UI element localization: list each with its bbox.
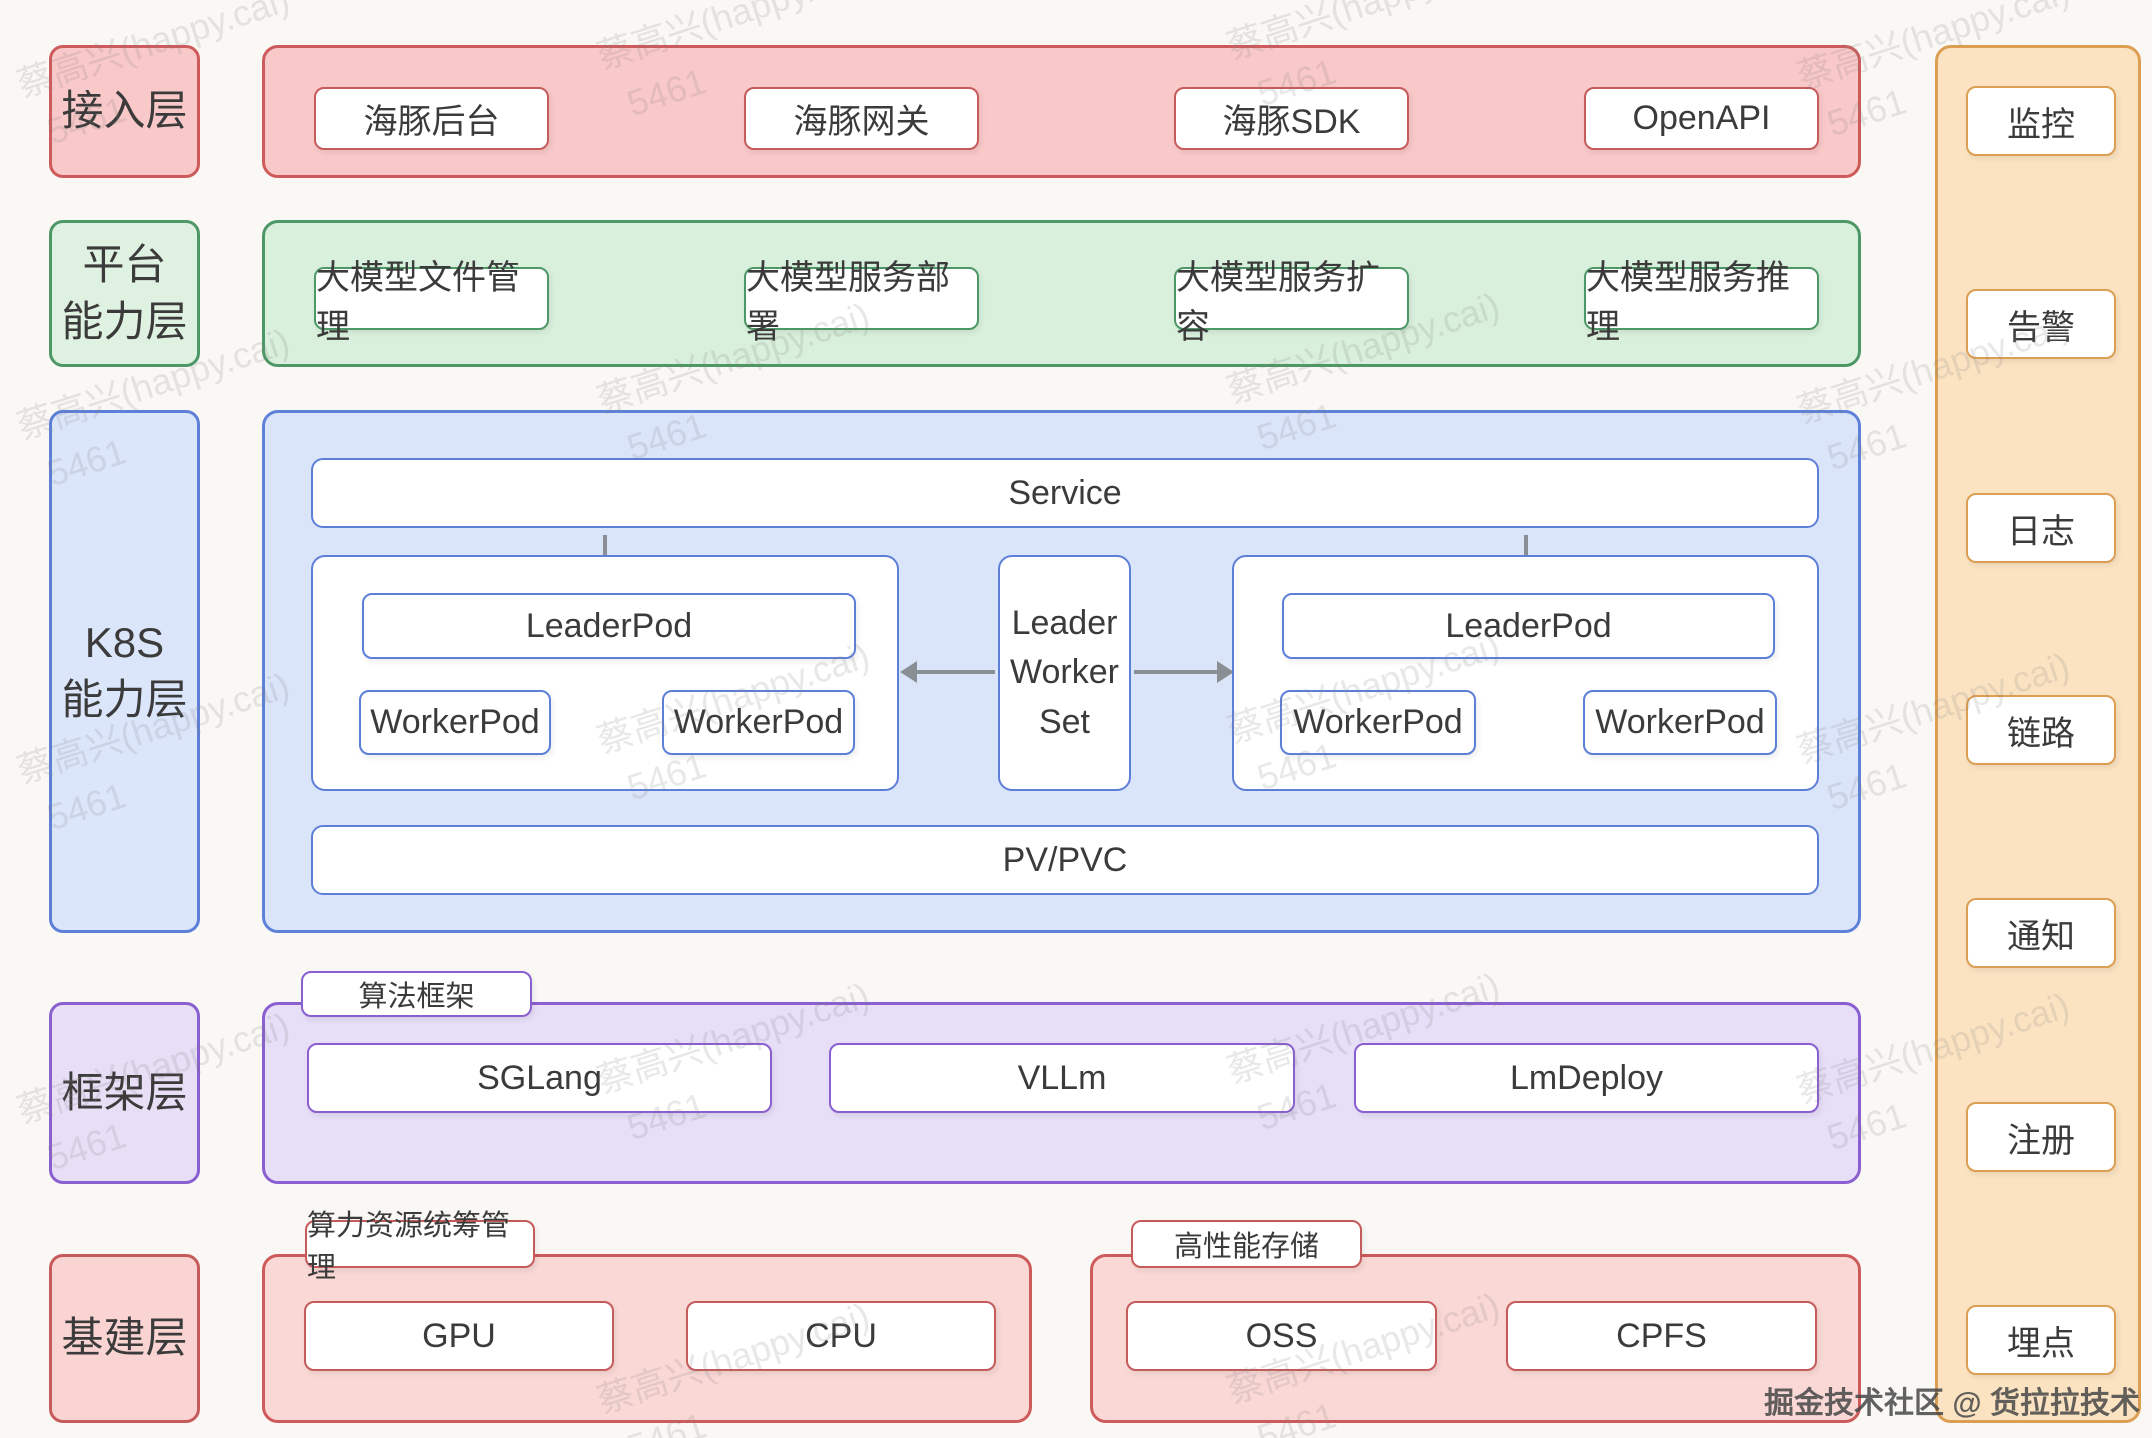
access-item-label: 海豚网关 [793,103,930,141]
right-worker-pod-1: WorkerPod [1280,690,1476,755]
infra-item-label: OSS [1245,1316,1318,1355]
lws-line2: Worker [1010,653,1119,692]
sidebar-item-monitoring: 监控 [1966,86,2116,156]
right-leader-pod: LeaderPod [1282,593,1775,659]
lws-line3: Set [1038,702,1091,741]
layer-label-infra: 基建层 [49,1254,200,1423]
credit-watermark: 掘金技术社区 @ 货拉拉技术 [1764,1378,2140,1422]
layer-label-platform-line2: 能力层 [61,297,188,345]
platform-item-model-deploy: 大模型服务部署 [744,259,979,346]
access-item-dolphin-sdk: 海豚SDK [1174,87,1409,150]
left-worker-pod-1: WorkerPod [359,690,551,755]
access-item-dolphin-admin: 海豚后台 [314,87,549,150]
platform-item-model-file-mgmt: 大模型文件管理 [314,259,549,346]
sidebar-item-label: 埋点 [2007,1324,2075,1363]
infra-item-label: CPFS [1616,1316,1707,1355]
lws-line1: Leader [1011,604,1118,643]
framework-item-label: SGLang [477,1058,602,1097]
layer-label-platform: 平台 能力层 [49,220,200,367]
k8s-layer-container: Service LeaderPod WorkerPod WorkerPod Le… [262,410,1861,933]
credit-text: 掘金技术社区 @ 货拉拉技术 [1764,1387,2140,1420]
k8s-right-pod-group: LeaderPod WorkerPod WorkerPod [1232,555,1819,791]
layer-label-platform-line1: 平台 [82,240,167,288]
worker-pod-label: WorkerPod [1595,703,1765,741]
platform-item-label: 大模型服务扩容 [1176,258,1380,346]
sidebar-item-registry: 注册 [1966,1102,2116,1172]
right-worker-pod-2: WorkerPod [1583,690,1777,755]
k8s-pvpvc-label: PV/PVC [1002,840,1128,879]
platform-item-model-scale: 大模型服务扩容 [1174,259,1409,346]
framework-item-label: LmDeploy [1509,1058,1664,1097]
infra-compute-tab-label: 算力资源统筹管理 [307,1210,511,1284]
k8s-service-bar: Service [311,458,1819,528]
framework-layer-container: SGLang VLLm LmDeploy [262,1002,1861,1184]
infra-item-cpfs: CPFS [1506,1301,1817,1371]
access-item-label: 海豚SDK [1222,103,1361,141]
layer-label-infra-text: 基建层 [61,1314,188,1362]
framework-tab: 算法框架 [301,971,532,1017]
arrow-lws-to-left-group [905,670,995,674]
platform-item-label: 大模型文件管理 [316,258,520,346]
leader-pod-label: LeaderPod [1445,606,1612,645]
sidebar-item-label: 通知 [2007,917,2075,956]
platform-layer-container: 大模型文件管理 大模型服务部署 大模型服务扩容 大模型服务推理 [262,220,1861,367]
sidebar-item-label: 链路 [2007,714,2075,753]
k8s-pvpvc-bar: PV/PVC [311,825,1819,895]
infra-item-cpu: CPU [686,1301,996,1371]
layer-label-access: 接入层 [49,45,200,178]
access-layer-container: 海豚后台 海豚网关 海豚SDK OpenAPI [262,45,1861,178]
platform-item-model-inference: 大模型服务推理 [1584,259,1819,346]
framework-item-vllm: VLLm [829,1043,1295,1113]
framework-item-label: VLLm [1017,1058,1107,1097]
sidebar-item-notification: 通知 [1966,898,2116,968]
k8s-service-label: Service [1008,473,1122,512]
access-item-label: OpenAPI [1632,99,1771,137]
worker-pod-label: WorkerPod [370,703,540,741]
sidebar-item-tracing: 链路 [1966,695,2116,765]
sidebar-item-logging: 日志 [1966,493,2116,563]
infra-storage-tab-label: 高性能存储 [1173,1231,1319,1263]
sidebar-item-label: 注册 [2007,1121,2075,1160]
layer-label-framework-text: 框架层 [61,1068,188,1116]
access-item-label: 海豚后台 [363,103,500,141]
infra-storage-container: OSS CPFS [1090,1254,1861,1423]
sidebar-item-label: 监控 [2007,105,2075,144]
k8s-left-pod-group: LeaderPod WorkerPod WorkerPod [311,555,899,791]
framework-tab-label: 算法框架 [358,981,475,1013]
left-leader-pod: LeaderPod [362,593,856,659]
infra-compute-container: GPU CPU [262,1254,1032,1423]
layer-label-access-text: 接入层 [61,87,188,135]
layer-label-k8s-line1: K8S [84,618,165,666]
sidebar-item-label: 告警 [2007,308,2075,347]
platform-item-label: 大模型服务部署 [746,258,950,346]
layer-label-k8s-line2: 能力层 [61,675,188,723]
framework-item-sglang: SGLang [307,1043,772,1113]
platform-item-label: 大模型服务推理 [1586,258,1790,346]
arrow-lws-to-right-group [1134,670,1229,674]
sidebar-item-alerting: 告警 [1966,289,2116,359]
layer-label-framework: 框架层 [49,1002,200,1184]
infra-item-label: GPU [422,1316,496,1355]
infra-item-label: CPU [805,1316,877,1355]
infra-item-gpu: GPU [304,1301,614,1371]
framework-item-lmdeploy: LmDeploy [1354,1043,1819,1113]
left-worker-pod-2: WorkerPod [662,690,855,755]
observability-sidebar: 监控 告警 日志 链路 通知 注册 埋点 [1935,45,2141,1423]
infra-compute-tab: 算力资源统筹管理 [305,1210,535,1284]
layer-label-k8s: K8S 能力层 [49,410,200,933]
access-item-openapi: OpenAPI [1584,87,1819,150]
leader-worker-set-box: Leader Worker Set [998,555,1131,791]
sidebar-item-tracking: 埋点 [1966,1305,2116,1375]
infra-item-oss: OSS [1126,1301,1437,1371]
infra-storage-tab: 高性能存储 [1131,1220,1362,1268]
access-item-dolphin-gateway: 海豚网关 [744,87,979,150]
sidebar-item-label: 日志 [2007,512,2075,551]
worker-pod-label: WorkerPod [1293,703,1463,741]
worker-pod-label: WorkerPod [673,703,844,741]
leader-pod-label: LeaderPod [525,606,693,645]
